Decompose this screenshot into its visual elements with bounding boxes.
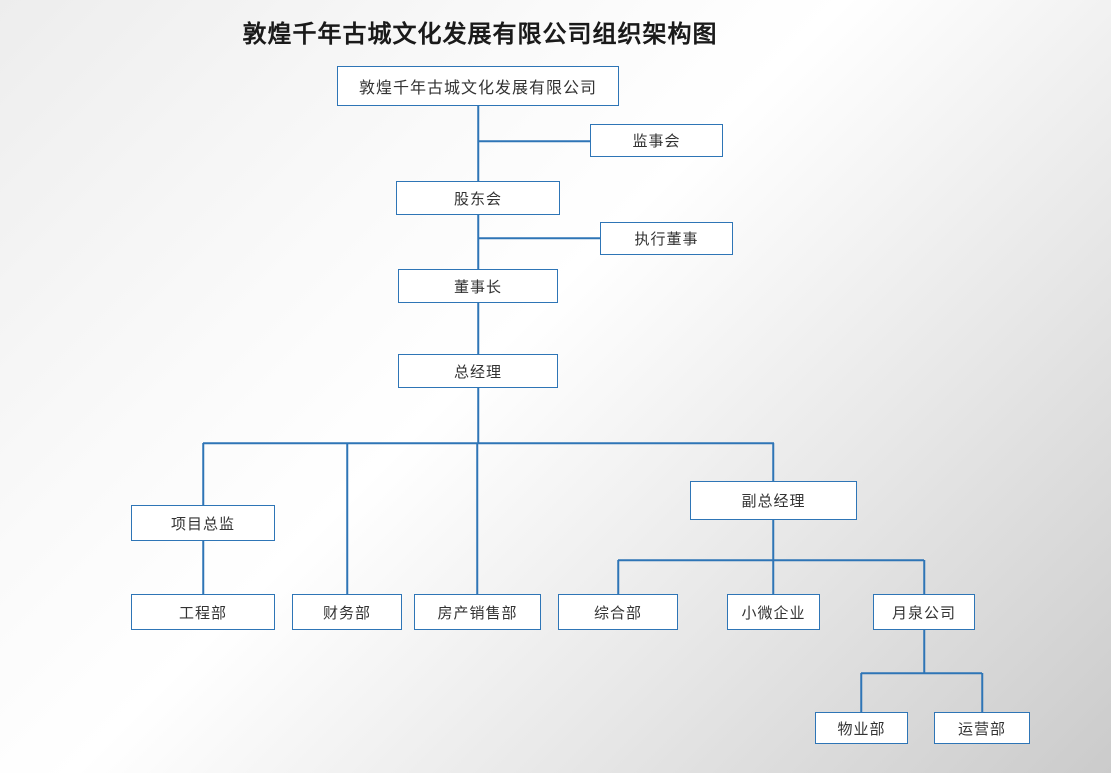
node-yuequan-company: 月泉公司 [873, 594, 975, 630]
node-operations-dept-label: 运营部 [957, 720, 1006, 738]
node-company-root: 敦煌千年古城文化发展有限公司 [337, 66, 619, 106]
connector-to-property [860, 673, 862, 712]
node-deputy-general-manager: 副总经理 [690, 481, 857, 520]
connector-to-general-affairs [617, 560, 619, 594]
node-property-dept: 物业部 [815, 712, 908, 744]
node-finance-dept: 财务部 [292, 594, 402, 630]
connector-to-deputy-gm [772, 443, 774, 481]
connector-to-real-estate-sales [476, 443, 478, 594]
node-property-dept-label: 物业部 [837, 720, 886, 738]
connector-to-project-director [202, 443, 204, 505]
node-yuequan-company-label: 月泉公司 [891, 604, 956, 622]
node-project-director-label: 项目总监 [170, 515, 235, 533]
connector-to-yuequan [923, 560, 925, 594]
connector-to-executive-director [478, 237, 600, 239]
connector-chairman-to-gm [477, 303, 479, 354]
node-operations-dept: 运营部 [934, 712, 1030, 744]
node-engineering-dept: 工程部 [131, 594, 275, 630]
node-general-manager-label: 总经理 [453, 363, 502, 381]
connector-to-operations [981, 673, 983, 712]
node-chairman-label: 董事长 [453, 278, 502, 296]
connector-deputy-trunk [618, 559, 924, 561]
node-deputy-general-manager-label: 副总经理 [741, 493, 806, 510]
connector-main-trunk [203, 442, 774, 444]
connector-deputy-gm-down [772, 520, 774, 560]
connector-project-director-to-engineering [202, 541, 204, 594]
node-supervisory-board: 监事会 [590, 124, 723, 157]
node-real-estate-sales-dept: 房产销售部 [414, 594, 541, 630]
node-small-micro-enterprises-label: 小微企业 [741, 604, 806, 622]
connector-to-finance [346, 443, 348, 594]
node-executive-director: 执行董事 [600, 222, 733, 255]
node-real-estate-sales-dept-label: 房产销售部 [437, 604, 518, 622]
node-shareholders-meeting-label: 股东会 [453, 190, 502, 208]
connector-to-supervisory-board [478, 140, 590, 142]
node-general-manager: 总经理 [398, 354, 558, 388]
connector-gm-down [477, 388, 479, 443]
node-general-affairs-dept: 综合部 [558, 594, 678, 630]
node-engineering-dept-label: 工程部 [178, 604, 227, 622]
node-project-director: 项目总监 [131, 505, 275, 541]
connector-yuequan-trunk [861, 672, 982, 674]
chart-title: 敦煌千年古城文化发展有限公司组织架构图 [242, 21, 718, 48]
node-chairman: 董事长 [398, 269, 558, 303]
connector-to-small-micro [772, 560, 774, 594]
node-executive-director-label: 执行董事 [634, 231, 699, 248]
node-shareholders-meeting: 股东会 [396, 181, 560, 215]
connector-root-to-shareholders [477, 106, 479, 181]
connector-shareholders-to-chairman [477, 215, 479, 269]
node-supervisory-board-label: 监事会 [632, 133, 681, 150]
node-general-affairs-dept-label: 综合部 [593, 604, 642, 622]
node-finance-dept-label: 财务部 [322, 604, 371, 622]
connector-yuequan-down [923, 630, 925, 673]
node-company-root-label: 敦煌千年古城文化发展有限公司 [358, 80, 597, 97]
node-small-micro-enterprises: 小微企业 [727, 594, 820, 630]
